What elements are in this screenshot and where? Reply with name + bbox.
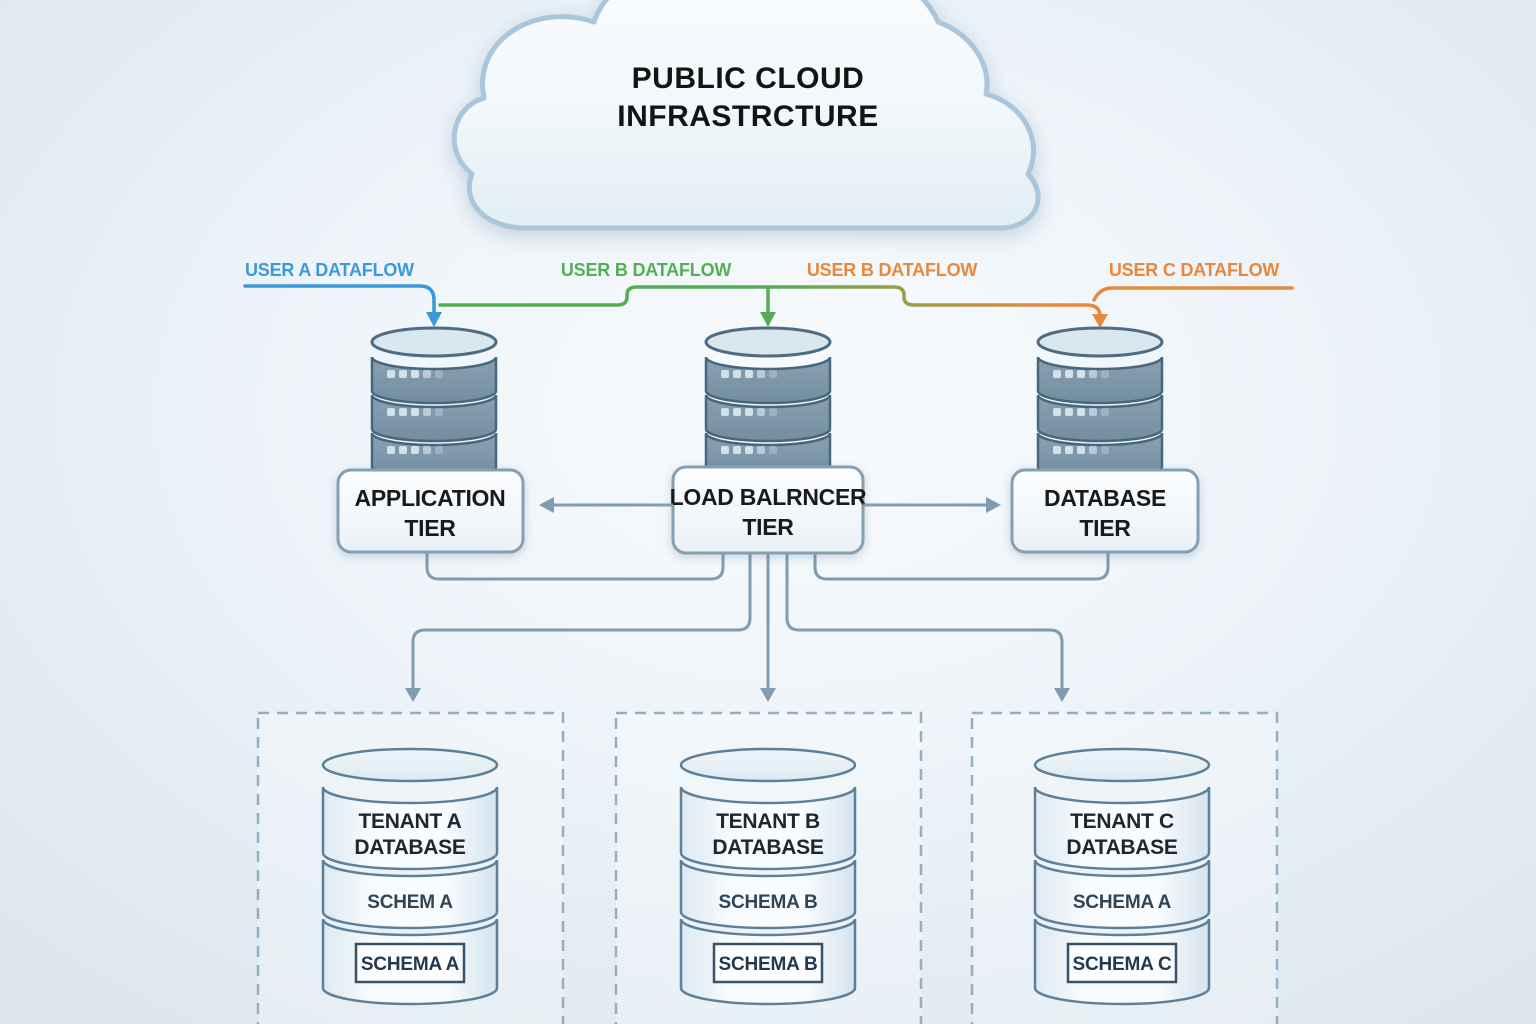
user-b-orange-arrow-icon <box>1092 314 1108 328</box>
load-balancer-tier-box <box>671 465 865 555</box>
lb-to-db-arrow-icon <box>986 497 1001 513</box>
cloud-title-line2: INFRASTRCTURE <box>617 100 879 133</box>
lb-to-app-arrow-icon <box>539 497 554 513</box>
tenant-b-title-line2: DATABASE <box>712 836 823 859</box>
tenant-c-schema-boxed-label: SCHEMA C <box>1072 954 1172 975</box>
connector-lb-to-db <box>813 552 1110 581</box>
tenant-b-schema-boxed-label: SCHEMA B <box>718 954 817 975</box>
user-a-arrow-icon <box>426 312 442 327</box>
user-b-orange-flow-line <box>1058 303 1102 318</box>
user-b-green-flow-line <box>438 285 774 307</box>
dataflow-label-user-b-orange: USER B DATAFLOW <box>807 260 978 280</box>
dataflow-label-user-a: USER A DATAFLOW <box>245 260 414 280</box>
application-tier-label-line2: TIER <box>404 515 456 541</box>
tenant-c-title-line2: DATABASE <box>1066 836 1177 859</box>
user-a-flow-line <box>243 284 436 314</box>
tier-arrows <box>539 497 1001 513</box>
user-b-green-arrow-icon <box>760 312 776 327</box>
tenant-a-title-line2: DATABASE <box>354 836 465 859</box>
tenant-a-labels: TENANT A DATABASE SCHEM A SCHEMA A <box>354 810 466 975</box>
tenant-b-arrow-icon <box>760 688 776 702</box>
server-stack-application-icon <box>372 328 496 479</box>
tenant-b-schema-label: SCHEMA B <box>718 892 817 913</box>
dataflow-label-user-c: USER C DATAFLOW <box>1109 260 1280 280</box>
tenant-c-schema-label: SCHEMA A <box>1073 892 1172 913</box>
cloud-icon <box>451 0 1041 231</box>
tier-connectors <box>405 552 1110 702</box>
cloud-title-line1: PUBLIC CLOUD <box>632 62 865 95</box>
load-balancer-tier-label-line1: LOAD BALRNCER <box>670 484 867 510</box>
tier-load-balancer: LOAD BALRNCER TIER <box>670 465 867 555</box>
tenant-c-title-line1: TENANT C <box>1070 810 1174 833</box>
load-balancer-tier-label-line2: TIER <box>742 514 794 540</box>
tenant-b-labels: TENANT B DATABASE SCHEMA B SCHEMA B <box>712 810 824 975</box>
server-stack-database-icon <box>1038 328 1162 479</box>
connector-app-to-lb <box>425 552 725 581</box>
dataflow-label-user-b-green: USER B DATAFLOW <box>561 260 732 280</box>
application-tier-label-line1: APPLICATION <box>355 485 506 511</box>
tenant-b-title-line1: TENANT B <box>716 810 820 833</box>
database-tier-box <box>1010 468 1200 554</box>
database-tier-label-line1: DATABASE <box>1044 485 1166 511</box>
database-tier-label-line2: TIER <box>1079 515 1131 541</box>
dataflow-lines <box>243 284 1294 328</box>
tenant-a-title-line1: TENANT A <box>359 810 462 833</box>
tenant-a-arrow-icon <box>405 688 421 702</box>
user-c-flow-line <box>1092 286 1294 302</box>
tier-application: APPLICATION TIER <box>336 468 525 554</box>
tenant-c-arrow-icon <box>1054 688 1070 702</box>
connector-lb-to-tenant-c <box>785 552 1064 688</box>
green-to-orange-flow-line <box>770 285 1062 307</box>
tier-database: DATABASE TIER <box>1010 468 1200 554</box>
connector-lb-to-tenant-a <box>411 552 752 688</box>
tenant-c-labels: TENANT C DATABASE SCHEMA A SCHEMA C <box>1066 810 1178 975</box>
server-stack-loadbalancer-icon <box>706 328 830 479</box>
tenant-a-schema-boxed-label: SCHEMA A <box>361 954 460 975</box>
tenant-a-schema-label: SCHEM A <box>367 892 453 913</box>
public-cloud: PUBLIC CLOUD INFRASTRCTURE <box>451 0 1041 231</box>
application-tier-box <box>336 468 525 554</box>
